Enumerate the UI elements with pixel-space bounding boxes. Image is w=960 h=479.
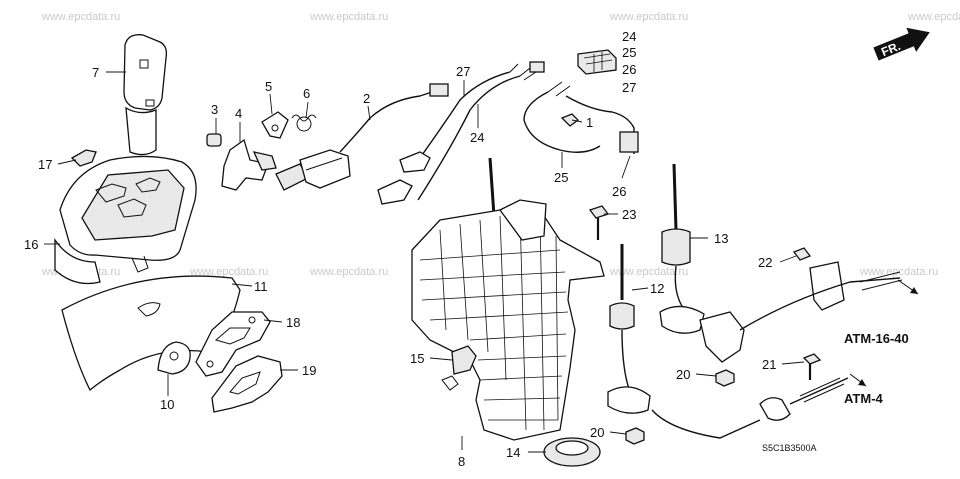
leader-lines [44, 71, 805, 453]
watermark: www.epcdata.ru [309, 11, 388, 23]
reference-atm-4: ATM-4 [844, 391, 884, 406]
spring [291, 114, 317, 132]
shift-cable [607, 244, 761, 439]
collar [206, 133, 222, 147]
watermark: www.epcdata.ru [609, 11, 688, 23]
part-number-label: 23 [622, 207, 636, 222]
interlock-cable [659, 163, 745, 363]
part-number-label: 6 [303, 86, 310, 101]
reference-arrow [849, 373, 867, 387]
part-number-label: 10 [160, 397, 174, 412]
part-number-label: 1 [586, 115, 593, 130]
part-number-label: 2 [363, 91, 370, 106]
part-number-label: 26 [612, 184, 626, 199]
part-number-label: 12 [650, 281, 664, 296]
connector-harness [523, 81, 639, 154]
part-number-label: 15 [410, 351, 424, 366]
nut-upper [715, 369, 735, 387]
lock-lever [221, 138, 277, 191]
cable-end-bracket [739, 247, 903, 331]
shift-lever-assembly [411, 157, 605, 441]
nut-lower [625, 427, 645, 445]
part-number-label: 25 [554, 170, 568, 185]
part-labels: 7 17 16 11 10 18 19 3 4 5 6 2 27 24 25 1… [24, 29, 776, 469]
small-plate [157, 341, 191, 375]
part-number-label: 13 [714, 231, 728, 246]
connector-block [577, 49, 617, 75]
part-number-label: 5 [265, 79, 272, 94]
part-number-label: 22 [758, 255, 772, 270]
watermark: www.epcdata.ru [309, 266, 388, 278]
direction-label: FR. [879, 39, 902, 59]
clip [70, 149, 97, 167]
reference-arrow [897, 279, 919, 295]
indicator-panel [54, 155, 197, 285]
cable-bracket-lower [759, 353, 849, 421]
flange-bolt [588, 205, 610, 240]
reference-atm-16-40: ATM-16-40 [844, 331, 909, 346]
watermark: www.epcdata.ru [907, 11, 960, 23]
harness-clip [441, 345, 477, 391]
part-number-label: 11 [254, 279, 268, 294]
part-number-label: 4 [235, 106, 242, 121]
part-number-label: 8 [458, 454, 465, 469]
part-number-label: 17 [38, 157, 52, 172]
part-number-label: 26 [622, 62, 636, 77]
diagram-code: S5C1B3500A [762, 443, 817, 453]
part-number-label: 27 [456, 64, 470, 79]
bracket-plate [195, 311, 271, 377]
front-direction-arrow: FR. [873, 27, 930, 61]
lower-bracket [211, 355, 283, 413]
shift-lock-solenoid [275, 149, 351, 191]
cable-grommet [543, 437, 601, 467]
part-number-label: 24 [470, 130, 484, 145]
shift-knob [123, 34, 168, 156]
lever-link [261, 111, 289, 139]
part-number-label: 27 [622, 80, 636, 95]
watermark: www.epcdata.ru [189, 266, 268, 278]
part-number-label: 7 [92, 65, 99, 80]
part-number-label: 19 [302, 363, 316, 378]
watermark: www.epcdata.ru [609, 266, 688, 278]
part-number-label: 3 [211, 102, 218, 117]
part-number-label: 21 [762, 357, 776, 372]
part-number-label: 14 [506, 445, 520, 460]
part-number-label: 24 [622, 29, 636, 44]
part-number-label: 20 [590, 425, 604, 440]
part-number-label: 16 [24, 237, 38, 252]
part-number-label: 18 [286, 315, 300, 330]
part-number-label: 20 [676, 367, 690, 382]
watermark: www.epcdata.ru [41, 11, 120, 23]
part-number-label: 25 [622, 45, 636, 60]
sub-harness [377, 61, 545, 205]
